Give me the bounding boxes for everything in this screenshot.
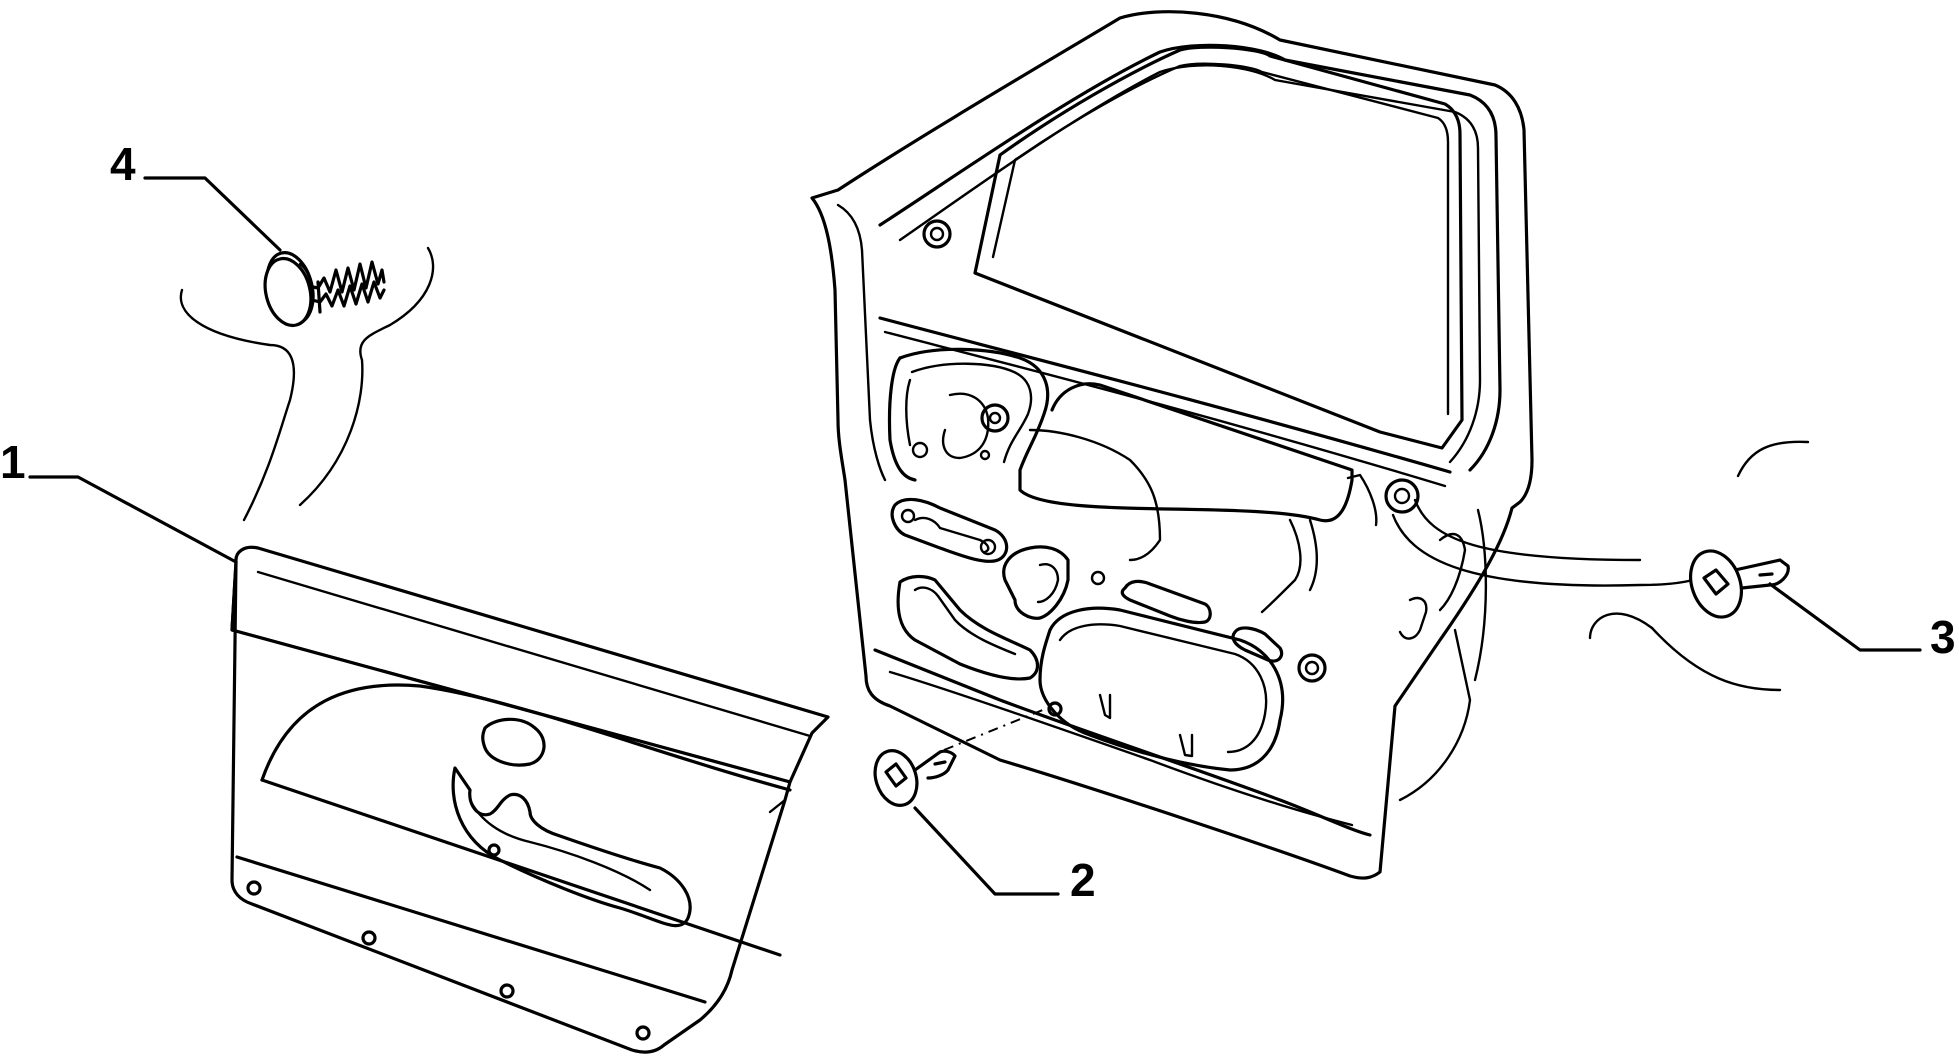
callout-4-label: 4 — [110, 138, 136, 190]
callout-2-label: 2 — [1070, 854, 1096, 906]
door-trim-panel — [230, 545, 830, 1054]
handle-screw — [1391, 440, 1810, 692]
callout-1: 1 — [0, 436, 238, 564]
panel-screw — [873, 701, 1063, 807]
callout-1-label: 1 — [0, 436, 26, 488]
callout-3: 3 — [1768, 582, 1956, 663]
callout-3-label: 3 — [1930, 611, 1956, 663]
callout-4: 4 — [110, 138, 282, 252]
panel-clip — [179, 246, 435, 522]
callout-2: 2 — [913, 806, 1096, 906]
door-shell — [810, 10, 1534, 880]
